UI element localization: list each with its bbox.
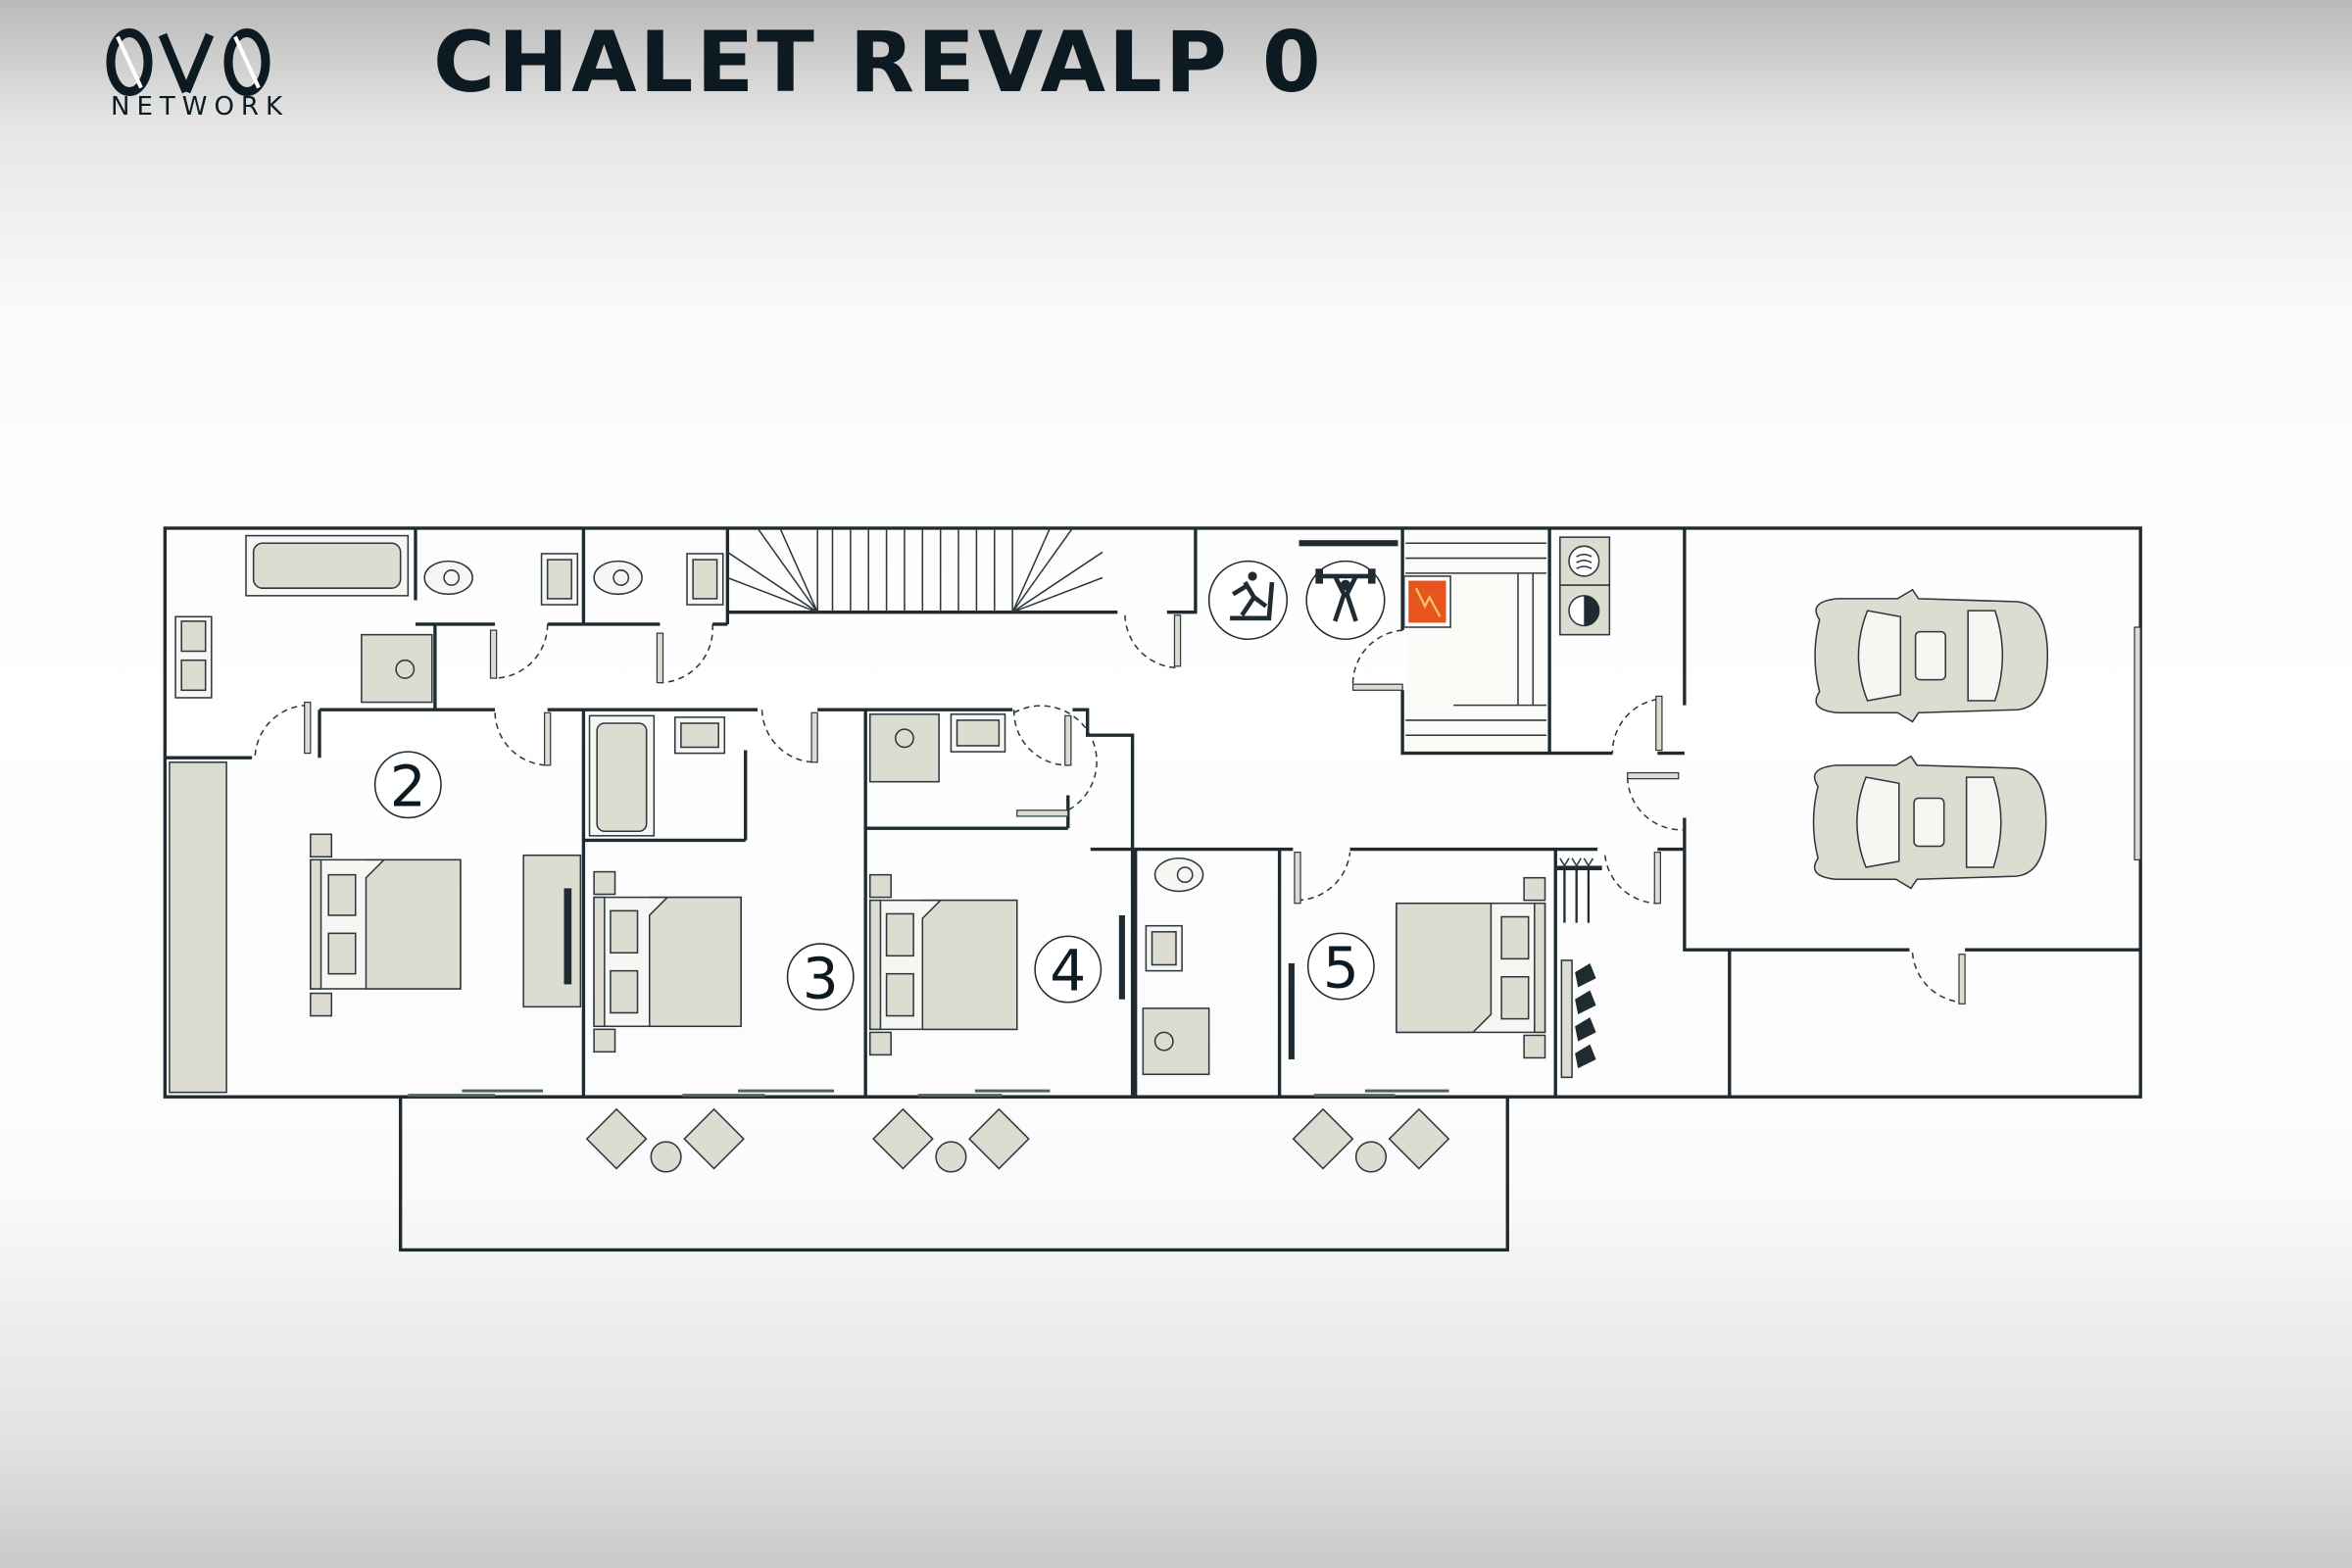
logo-text: NETWORK [111, 92, 290, 122]
sauna-heater-icon [1402, 575, 1451, 628]
bathroom-fixtures [174, 534, 1210, 1076]
terrace-furniture [585, 1107, 1450, 1173]
room-number: 2 [390, 753, 426, 819]
room-label-2: 2 [373, 751, 442, 819]
doors [254, 614, 2141, 1004]
header: NETWORK CHALET REVALP 0 [0, 0, 2352, 137]
sliding-doors [408, 1089, 1449, 1098]
car-icon [1812, 755, 2047, 890]
weightlifting-icon [1305, 560, 1386, 641]
room-number: 3 [803, 945, 839, 1011]
bed-room-5 [1396, 876, 1546, 1059]
dryer-icon [1559, 584, 1611, 636]
car-icon [1814, 588, 2049, 723]
ski-boots-icon [1560, 959, 1596, 1079]
bed-room-4 [868, 873, 1018, 1056]
bed-room-3 [593, 870, 742, 1054]
room-label-3: 3 [786, 943, 855, 1011]
bed-room-2 [310, 833, 462, 1017]
treadmill-icon [1207, 560, 1289, 641]
staircase [726, 527, 1103, 613]
room-label-4: 4 [1034, 935, 1102, 1004]
sauna [1405, 531, 1547, 751]
ski-rack-icon [1556, 858, 1602, 923]
room-number: 4 [1050, 938, 1086, 1004]
washing-machine-icon [1559, 536, 1611, 586]
ovo-logo-icon [106, 28, 270, 96]
terrace [398, 1095, 1509, 1252]
wardrobes-and-tvs [169, 540, 1398, 1094]
page-title: CHALET REVALP 0 [433, 14, 1324, 112]
room-number: 5 [1323, 935, 1359, 1002]
room-label-5: 5 [1306, 932, 1375, 1002]
